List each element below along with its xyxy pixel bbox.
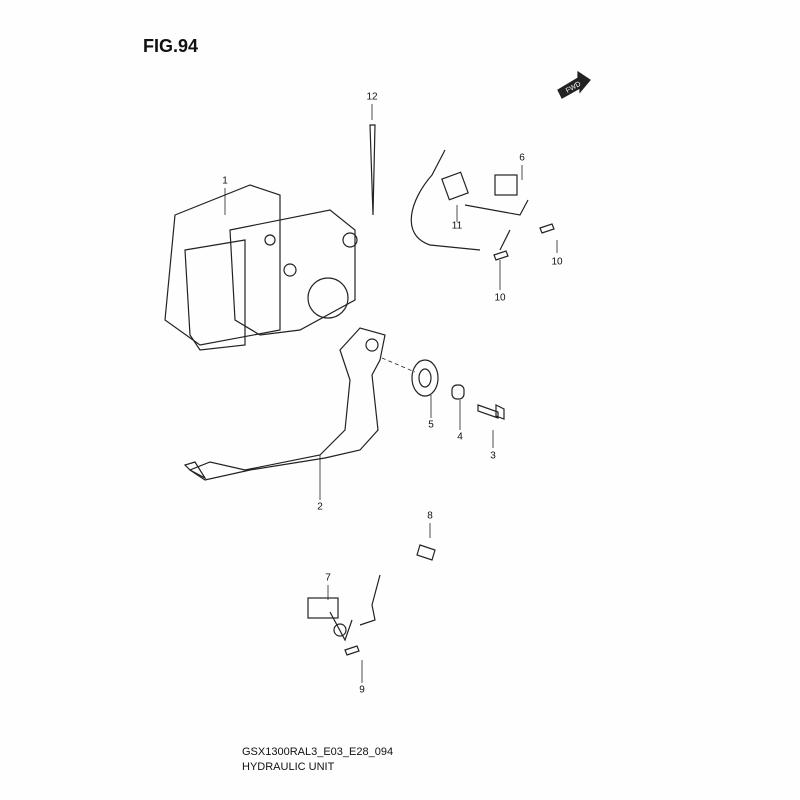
callout-9: 9 [359,684,365,696]
grommet-part [411,359,439,397]
callout-4: 4 [457,431,463,443]
callout-10a: 10 [551,256,563,268]
callout-2: 2 [317,501,323,513]
hydraulic-unit-part [164,184,358,351]
bolt-part [477,404,505,420]
wheel-speed-sensor-part [410,149,555,261]
callout-11: 11 [451,220,463,232]
cable-tie-part [369,124,376,216]
callout-7: 7 [325,572,331,584]
callout-8: 8 [427,510,433,522]
callout-1: 1 [222,175,228,187]
callout-6: 6 [519,152,525,164]
bracket-part [183,327,386,481]
lower-sensor-part [307,574,381,656]
callout-5: 5 [428,419,434,431]
callout-3: 3 [490,450,496,462]
figure-code: GSX1300RAL3_E03_E28_094 [242,746,394,758]
figure-name: HYDRAULIC UNIT [242,761,335,773]
figure-title: FIG.94 [143,36,199,56]
callout-12: 12 [366,91,378,103]
collar-part [451,384,465,400]
callout-10b: 10 [494,292,506,304]
clamp-part [416,544,436,561]
fwd-arrow-icon: FWD [557,70,591,99]
